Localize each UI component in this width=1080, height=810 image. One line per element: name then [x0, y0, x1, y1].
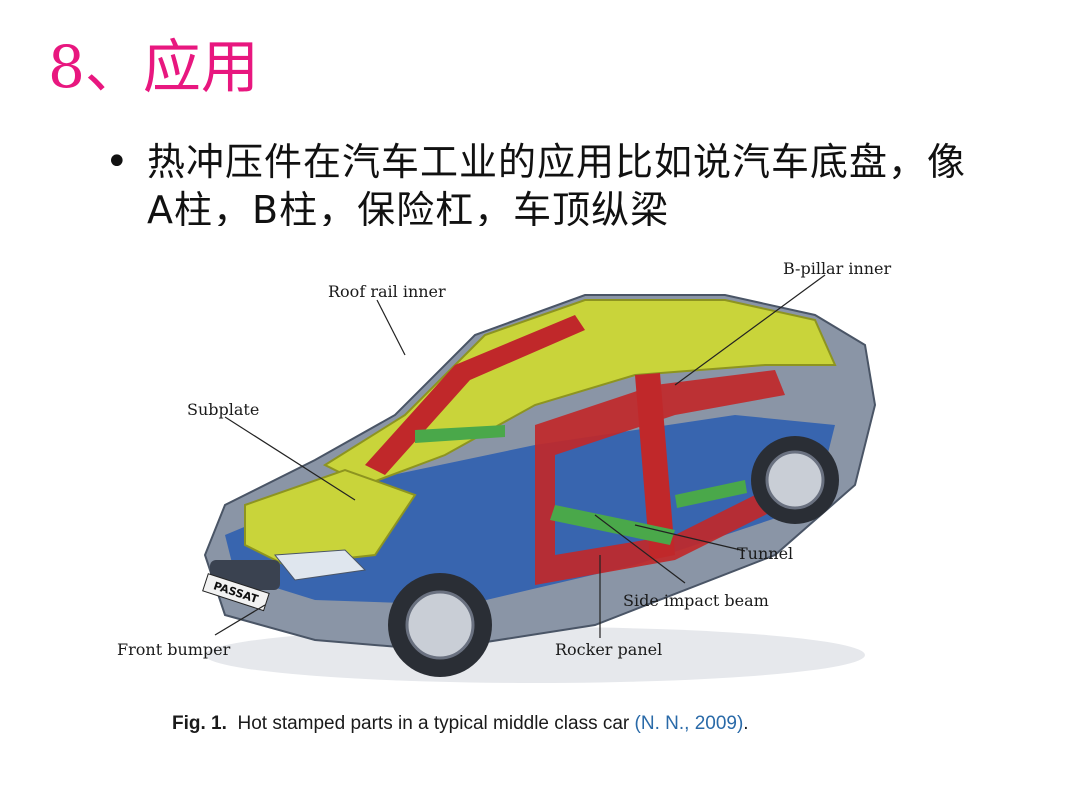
front-structure — [244, 468, 417, 567]
front-wheel-rim — [405, 590, 475, 660]
roof-crossbar — [415, 425, 505, 443]
floor-structure — [225, 415, 835, 605]
caption-citation: (N. N., 2009) — [634, 713, 744, 734]
label-subplate: Subplate — [187, 400, 260, 419]
door-frame — [535, 370, 785, 585]
headlight — [274, 549, 367, 581]
rear-wheel-rim — [765, 450, 825, 510]
bullet-text: 热冲压件在汽车工业的应用比如说汽车底盘，像A柱，B柱，保险杠，车顶纵梁 — [147, 140, 967, 226]
side-impact-beam — [550, 505, 675, 545]
label-roof-rail-inner: Roof rail inner — [328, 282, 446, 301]
caption-label: Fig. 1. — [172, 713, 227, 734]
label-side-impact-beam: Side impact beam — [623, 591, 769, 610]
label-tunnel: Tunnel — [737, 544, 794, 563]
caption-end: . — [743, 713, 749, 734]
side-impact-beam-rear — [675, 480, 747, 508]
figure-caption: Fig. 1. Hot stamped parts in a typical m… — [172, 713, 749, 735]
car-illustration: PASSAT — [202, 274, 877, 683]
slide-title: 8、应用 — [48, 33, 259, 101]
label-rocker-panel: Rocker panel — [555, 640, 663, 659]
caption-text: Hot stamped parts in a typical middle cl… — [237, 713, 630, 734]
car-figure: PASSAT Roof rail inner B-pillar inner Su… — [115, 255, 915, 695]
leader-lines — [214, 274, 826, 638]
bullet-list: • 热冲压件在汽车工业的应用比如说汽车底盘，像A柱，B柱，保险杠，车顶纵梁 — [105, 138, 985, 226]
label-front-bumper: Front bumper — [117, 640, 231, 659]
label-b-pillar-inner: B-pillar inner — [783, 259, 892, 278]
bullet-marker: • — [105, 139, 129, 185]
